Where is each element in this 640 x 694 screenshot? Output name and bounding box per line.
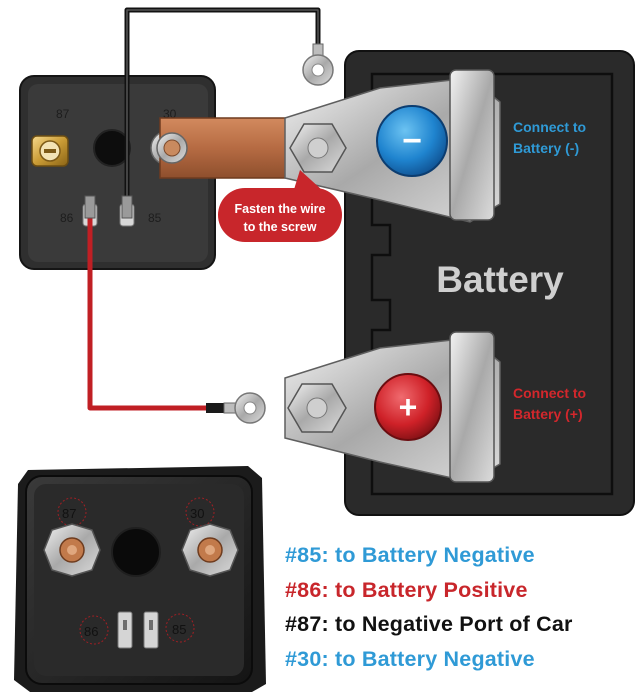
callout-line-1: Fasten the wire [235,202,326,216]
negative-clamp-bolt [449,69,495,221]
relay-photo-stud-87 [43,523,101,577]
legend-num: #30: [285,646,329,671]
relay-photo-terminal-85 [143,611,159,649]
legend-text: to Battery Negative [335,646,535,671]
battery-inner-outline [370,72,614,496]
negative-caption: Connect to Battery (-) [513,119,586,156]
relay-photo-terminal-86 [117,611,133,649]
relay-photo-label-86: 86 [84,624,98,639]
red-wire-ring-terminal [223,392,266,424]
negative-caption-line-1: Connect to [513,119,586,135]
positive-terminal: + [284,331,501,483]
positive-caption-line-2: Battery (+) [513,406,583,422]
legend-item-30: #30: to Battery Negative [285,642,635,677]
negative-symbol: − [402,122,422,160]
positive-caption: Connect to Battery (+) [513,385,586,422]
relay-photo-pin-ring-30 [185,497,215,527]
legend-num: #85: [285,543,329,567]
positive-caption-line-1: Connect to [513,385,586,401]
relay-photo-label-87: 87 [62,506,76,521]
callout-line-2: to the screw [244,220,317,234]
positive-clamp-bolt [449,331,495,483]
relay-stud-87 [31,135,69,167]
positive-post-knob [374,373,442,441]
relay-photo-pin-ring-86 [79,615,109,645]
black-wire [121,7,321,219]
legend-num: #86: [285,577,329,602]
relay-center-hole [93,129,131,167]
legend-item-87: #87: to Negative Port of Car [285,607,635,642]
relay-photo-label-30: 30 [190,506,204,521]
legend-item-86: #86: to Battery Positive [285,573,635,608]
negative-post-knob [376,105,448,177]
callout-bubble: Fasten the wire to the screw [218,170,342,242]
relay-photo-pin-ring-85 [165,613,195,643]
relay-photo-label-85: 85 [172,622,186,637]
relay-pin-label-86: 86 [60,211,74,225]
relay-pin-label-85: 85 [148,211,162,225]
positive-symbol: + [399,389,418,425]
legend-text: to Battery Negative [335,543,535,567]
legend-item-85: #85: to Battery Negative [285,538,635,573]
battery-label: Battery [436,259,564,300]
negative-terminal: − [284,69,501,223]
legend-num: #87: [285,612,329,636]
legend-text: to Negative Port of Car [335,612,573,636]
black-wire-ring-terminal [302,43,334,86]
relay-photo-center-hole [111,527,161,577]
relay-photo-stud-30 [181,523,239,577]
negative-caption-line-2: Battery (-) [513,140,579,156]
pin-legend: #85: to Battery Negative #86: to Battery… [285,538,635,676]
red-wire [84,195,226,413]
relay-photo: 87 30 86 85 [14,466,266,692]
legend-text: to Battery Positive [335,577,528,602]
relay-pin-label-87: 87 [56,107,70,121]
